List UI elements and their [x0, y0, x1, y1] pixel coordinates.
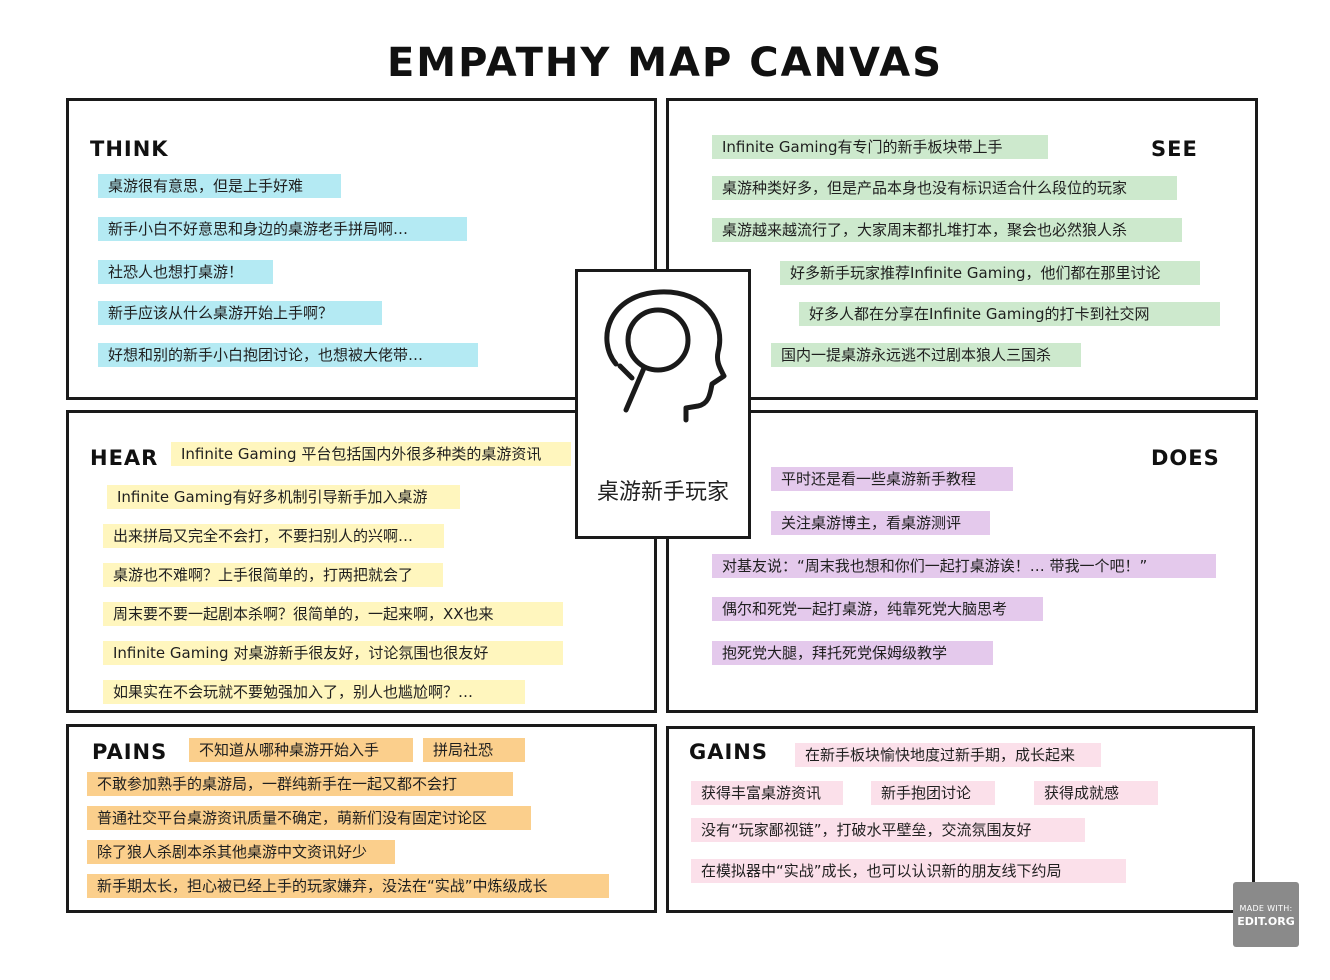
- pains-note: 不知道从哪种桌游开始入手: [189, 738, 413, 762]
- hear-note: Infinite Gaming 对桌游新手很友好，讨论氛围也很友好: [103, 641, 563, 665]
- does-note: 平时还是看一些桌游新手教程: [771, 467, 1013, 491]
- think-note: 好想和别的新手小白抱团讨论，也想被大佬带…: [98, 343, 478, 367]
- think-label: THINK: [90, 137, 169, 161]
- pains-note: 不敢参加熟手的桌游局，一群纯新手在一起又都不会打: [87, 772, 513, 796]
- see-note: Infinite Gaming有专门的新手板块带上手: [712, 135, 1048, 159]
- gains-note: 获得丰富桌游资讯: [691, 781, 843, 805]
- gains-quadrant: GAINS 在新手板块愉快地度过新手期，成长起来 获得丰富桌游资讯 新手抱团讨论…: [666, 726, 1255, 913]
- hear-note: 如果实在不会玩就不要勉强加入了，别人也尴尬啊？…: [103, 680, 525, 704]
- think-quadrant: THINK 桌游很有意思，但是上手好难 新手小白不好意思和身边的桌游老手拼局啊……: [66, 98, 657, 400]
- does-note: 偶尔和死党一起打桌游，纯靠死党大脑思考: [712, 597, 1043, 621]
- pains-note: 新手期太长，担心被已经上手的玩家嫌弃，没法在“实战”中炼级成长: [87, 874, 609, 898]
- gains-note: 获得成就感: [1034, 781, 1158, 805]
- see-quadrant: SEE Infinite Gaming有专门的新手板块带上手 桌游种类好多，但是…: [666, 98, 1258, 400]
- think-note: 桌游很有意思，但是上手好难: [98, 174, 341, 198]
- pains-note: 除了狼人杀剧本杀其他桌游中文资讯好少: [87, 840, 395, 864]
- see-note: 好多人都在分享在Infinite Gaming的打卡到社交网: [799, 302, 1220, 326]
- hear-note: 桌游也不难啊？上手很简单的，打两把就会了: [103, 563, 443, 587]
- see-note: 好多新手玩家推荐Infinite Gaming，他们都在那里讨论: [780, 261, 1200, 285]
- hear-note: Infinite Gaming 平台包括国内外很多种类的桌游资讯: [171, 442, 571, 466]
- does-note: 关注桌游博主，看桌游测评: [771, 511, 990, 535]
- see-note: 桌游种类好多，但是产品本身也没有标识适合什么段位的玩家: [712, 176, 1177, 200]
- see-label: SEE: [1151, 137, 1198, 161]
- gains-note: 没有“玩家鄙视链”，打破水平壁垒，交流氛围友好: [691, 818, 1085, 842]
- gains-note: 新手抱团讨论: [871, 781, 995, 805]
- hear-quadrant: HEAR Infinite Gaming 平台包括国内外很多种类的桌游资讯 In…: [66, 410, 657, 713]
- gains-label: GAINS: [689, 740, 769, 764]
- hear-note: 出来拼局又完全不会打，不要扫别人的兴啊…: [103, 524, 444, 548]
- gains-note: 在新手板块愉快地度过新手期，成长起来: [795, 743, 1101, 767]
- gains-note: 在模拟器中“实战”成长，也可以认识新的朋友线下约局: [691, 859, 1126, 883]
- think-note: 社恐人也想打桌游！: [98, 260, 273, 284]
- see-note: 桌游越来越流行了，大家周末都扎堆打本，聚会也必然狼人杀: [712, 218, 1182, 242]
- made-with-badge[interactable]: MADE WITH: EDIT.ORG: [1233, 882, 1299, 947]
- does-label: DOES: [1151, 446, 1220, 470]
- hear-note: 周末要不要一起剧本杀啊？很简单的，一起来啊，XX也来: [103, 602, 563, 626]
- does-note: 抱死党大腿，拜托死党保姆级教学: [712, 641, 993, 665]
- pains-quadrant: PAINS 不知道从哪种桌游开始入手 拼局社恐 不敢参加熟手的桌游局，一群纯新手…: [66, 724, 657, 913]
- pains-note: 普通社交平台桌游资讯质量不确定，萌新们没有固定讨论区: [87, 806, 531, 830]
- does-note: 对基友说：“周末我也想和你们一起打桌游诶！… 带我一个吧！”: [712, 554, 1216, 578]
- persona-label: 桌游新手玩家: [596, 480, 729, 505]
- hear-label: HEAR: [90, 446, 159, 470]
- think-note: 新手小白不好意思和身边的桌游老手拼局啊…: [98, 217, 467, 241]
- see-note: 国内一提桌游永远逃不过剧本狼人三国杀: [771, 343, 1081, 367]
- hear-note: Infinite Gaming有好多机制引导新手加入桌游: [107, 485, 460, 509]
- does-quadrant: DOES 平时还是看一些桌游新手教程 关注桌游博主，看桌游测评 对基友说：“周末…: [666, 410, 1258, 713]
- canvas-title: EMPATHY MAP CANVAS: [386, 40, 944, 86]
- think-note: 新手应该从什么桌游开始上手啊？: [98, 301, 382, 325]
- pains-label: PAINS: [92, 740, 168, 764]
- pains-note: 拼局社恐: [423, 738, 525, 762]
- badge-line1: MADE WITH:: [1239, 904, 1293, 913]
- badge-line2: EDIT.ORG: [1237, 915, 1295, 928]
- head-magnifier-icon: [604, 289, 727, 423]
- persona-card: 桌游新手玩家: [575, 269, 751, 539]
